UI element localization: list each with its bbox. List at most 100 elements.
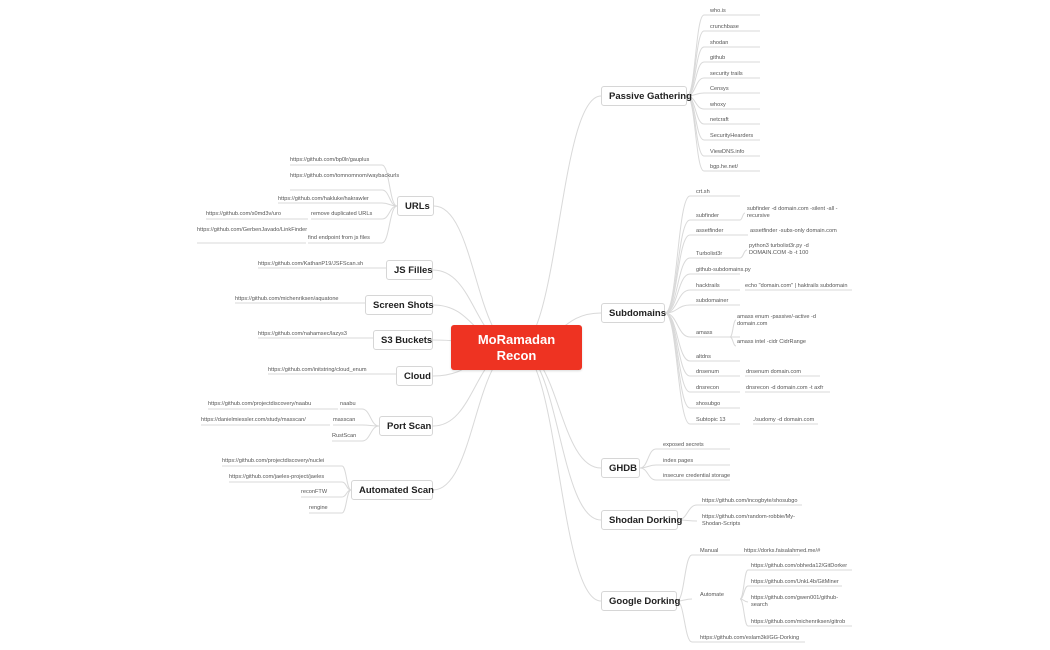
leaf-sudomy-cmd[interactable]: ./sudomy -d domain.com xyxy=(753,417,815,423)
topic-js-files[interactable]: JS Filles xyxy=(386,260,433,280)
topic-s3-buckets[interactable]: S3 Buckets xyxy=(373,330,433,350)
topic-cloud[interactable]: Cloud xyxy=(396,366,433,386)
leaf-naabu-url[interactable]: https://github.com/projectdiscovery/naab… xyxy=(208,401,312,407)
leaf-subdomainer[interactable]: subdomainer xyxy=(696,298,729,304)
leaf-rengine[interactable]: rengine xyxy=(309,505,328,511)
connector xyxy=(664,195,691,314)
leaf-subfinder[interactable]: subfinder xyxy=(696,213,720,219)
leaf-turbolist3r[interactable]: Turbolist3r xyxy=(696,251,723,257)
connector xyxy=(739,212,746,221)
leaf-subtopic-13[interactable]: Subtopic 13 xyxy=(696,417,726,423)
connector xyxy=(664,312,691,425)
leaf-github-search[interactable]: https://github.com/gwen001/github-search xyxy=(751,595,839,608)
leaf-ghdb-0[interactable]: exposed secrets xyxy=(663,442,704,448)
leaf-gitminer[interactable]: https://github.com/UnkL4b/GitMiner xyxy=(751,579,839,585)
leaf-gitrob[interactable]: https://github.com/michenriksen/gitrob xyxy=(751,619,846,625)
leaf-dnsenum-cmd[interactable]: dnsenum domain.com xyxy=(746,369,802,375)
leaf-passive-8[interactable]: SecurityHearders xyxy=(710,133,754,139)
leaf-assetfinder-cmd[interactable]: assetfinder -subs-only domain.com xyxy=(750,228,837,234)
root-topic[interactable]: MoRamadan Recon xyxy=(451,325,582,370)
leaf-masscan-url[interactable]: https://danielmiessler.com/study/masscan… xyxy=(201,417,306,423)
leaf-waybackurls[interactable]: https://github.com/tomnomnom/waybackurls xyxy=(290,173,400,179)
leaf-gauplus[interactable]: https://github.com/bp0lr/gauplus xyxy=(290,157,370,163)
leaf-automate[interactable]: Automate xyxy=(700,592,724,598)
connector xyxy=(639,464,657,469)
connector xyxy=(361,425,380,442)
leaf-remove-duplicated[interactable]: remove duplicated URLs xyxy=(311,211,373,217)
leaf-subfinder-cmd[interactable]: subfinder -d domain.com -silent -all -re… xyxy=(747,206,838,219)
leaf-manual[interactable]: Manual xyxy=(700,548,719,554)
leaf-passive-6[interactable]: whoxy xyxy=(710,102,726,108)
leaf-ghdb-2[interactable]: insecure credential storage xyxy=(663,473,731,479)
leaf-gg-dorking[interactable]: https://github.com/eslam3kl/GG-Dorking xyxy=(700,635,800,641)
connector xyxy=(381,205,398,244)
leaf-hacktrails-cmd[interactable]: echo "domain.com" | haktrails subdomain xyxy=(745,283,848,289)
connector xyxy=(686,95,705,172)
connector xyxy=(739,598,749,627)
leaf-find-endpoint[interactable]: find endpoint from js files xyxy=(308,235,370,241)
leaf-nuclei[interactable]: https://github.com/projectdiscovery/nucl… xyxy=(222,458,325,464)
root-title: MoRamadan Recon xyxy=(477,331,556,363)
leaf-aquatone[interactable]: https://github.com/michenriksen/aquatone xyxy=(235,296,339,302)
connector xyxy=(686,14,705,97)
leaf-jsfscan[interactable]: https://github.com/KathanP19/JSFScan.sh xyxy=(258,261,364,267)
leaf-dnsrecon[interactable]: dnsrecon xyxy=(696,385,720,391)
connector xyxy=(729,336,737,347)
leaf-rustscan[interactable]: RustScan xyxy=(332,433,357,439)
topic-subdomains[interactable]: Subdomains xyxy=(601,303,666,323)
leaf-shosubgo-url[interactable]: https://github.com/incogbyte/shosubgo xyxy=(702,498,798,504)
leaf-amass-cmd2[interactable]: amass intel -cidr CidrRange xyxy=(737,339,807,345)
leaf-linkfinder[interactable]: https://github.com/GerbenJavado/LinkFind… xyxy=(197,227,308,233)
leaf-hakrawler[interactable]: https://github.com/hakluke/hakrawler xyxy=(278,196,369,202)
topic-passive-gathering[interactable]: Passive Gathering xyxy=(601,86,692,106)
leaf-reconftw[interactable]: reconFTW xyxy=(301,489,328,495)
leaf-manual-url[interactable]: https://dorks.faisalahmed.me/# xyxy=(744,548,821,554)
leaf-passive-1[interactable]: crunchbase xyxy=(710,24,739,30)
topic-urls[interactable]: URLs xyxy=(397,196,434,216)
leaf-passive-9[interactable]: ViewDNS.info xyxy=(710,149,745,155)
leaf-cloud-enum[interactable]: https://github.com/initstring/cloud_enum xyxy=(268,367,367,373)
leaf-dnsrecon-cmd[interactable]: dnsrecon -d domain.com -t axfr xyxy=(746,385,824,391)
leaf-uro[interactable]: https://github.com/s0md3v/uro xyxy=(206,211,281,217)
connector xyxy=(341,489,352,514)
leaf-crtsh[interactable]: crt.sh xyxy=(696,189,710,195)
connector xyxy=(381,164,398,207)
topic-automated-scan[interactable]: Automated Scan xyxy=(351,480,434,500)
leaf-passive-0[interactable]: who.is xyxy=(710,8,726,14)
leaf-passive-2[interactable]: shodan xyxy=(710,40,729,46)
connector xyxy=(664,257,691,314)
leaf-altdns[interactable]: altdns xyxy=(696,354,711,360)
leaf-amass-cmd1[interactable]: amass enum -passive/-active -d domain.co… xyxy=(737,314,816,327)
leaf-dnsenum[interactable]: dnsenum xyxy=(696,369,720,375)
topic-shodan-dorking[interactable]: Shodan Dorking xyxy=(601,510,682,530)
leaf-amass[interactable]: amass xyxy=(696,330,713,336)
connector xyxy=(664,312,691,409)
connector xyxy=(739,585,749,600)
topic-ghdb[interactable]: GHDB xyxy=(601,458,640,478)
connector xyxy=(664,234,691,314)
leaf-lazys3[interactable]: https://github.com/nahamsec/lazys3 xyxy=(258,331,347,337)
leaf-passive-5[interactable]: Censys xyxy=(710,86,729,92)
topic-screen-shots[interactable]: Screen Shots xyxy=(365,295,434,315)
leaf-jaeles[interactable]: https://github.com/jaeles-project/jaeles xyxy=(229,474,325,480)
connector xyxy=(341,481,352,491)
leaf-passive-3[interactable]: github xyxy=(710,55,726,61)
leaf-ghdb-1[interactable]: index pages xyxy=(663,458,694,464)
leaf-github-subdomains[interactable]: github-subdomains.py xyxy=(696,267,751,273)
leaf-masscan[interactable]: masscan xyxy=(333,417,356,423)
connector xyxy=(516,95,602,349)
leaf-passive-4[interactable]: security trails xyxy=(710,71,743,77)
topic-port-scan[interactable]: Port Scan xyxy=(379,416,433,436)
leaf-naabu[interactable]: naabu xyxy=(340,401,356,407)
connector xyxy=(739,249,748,259)
leaf-turbolist3r-cmd[interactable]: python3 turbolist3r.py -d DOMAIN.COM -b … xyxy=(749,243,809,256)
connector xyxy=(639,467,657,481)
leaf-assetfinder[interactable]: assetfinder xyxy=(696,228,724,234)
leaf-passive-7[interactable]: netcraft xyxy=(710,117,729,123)
leaf-my-shodan-scripts[interactable]: https://github.com/random-robbie/My-Shod… xyxy=(702,514,795,527)
leaf-gitdorker[interactable]: https://github.com/obheda12/GitDorker xyxy=(751,563,848,569)
leaf-shosubgo[interactable]: shosubgo xyxy=(696,401,721,407)
topic-google-dorking[interactable]: Google Dorking xyxy=(601,591,680,611)
leaf-hacktrails[interactable]: hacktrails xyxy=(696,283,720,289)
leaf-passive-10[interactable]: bgp.he.net/ xyxy=(710,164,738,170)
